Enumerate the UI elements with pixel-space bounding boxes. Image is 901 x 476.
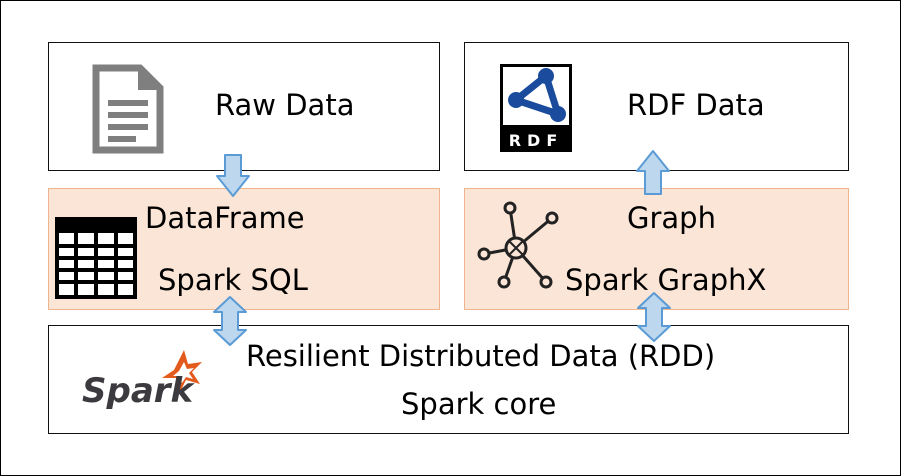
raw-to-dataframe-arrow bbox=[216, 154, 250, 197]
graph-box bbox=[464, 188, 849, 310]
table-icon bbox=[55, 217, 137, 299]
graph-subtitle: Spark GraphX bbox=[565, 263, 767, 297]
graph-network-icon bbox=[477, 201, 559, 289]
document-icon bbox=[92, 64, 164, 154]
raw-data-label: Raw Data bbox=[215, 88, 355, 122]
rdd-title: Resilient Distributed Data (RDD) bbox=[246, 339, 716, 373]
rdf-logo-text: RDF bbox=[509, 131, 564, 150]
rdf-data-label: RDF Data bbox=[627, 88, 765, 122]
rdd-subtitle: Spark core bbox=[401, 387, 557, 421]
graph-to-rdf-arrow bbox=[636, 150, 670, 195]
dataframe-title: DataFrame bbox=[145, 201, 305, 235]
rdf-logo-icon: RDF bbox=[500, 64, 572, 152]
spark-logo-text: Spark bbox=[82, 371, 196, 411]
graph-rdd-arrow bbox=[637, 292, 671, 342]
dataframe-rdd-arrow bbox=[213, 296, 247, 346]
graph-title: Graph bbox=[627, 201, 716, 235]
spark-logo: Spark bbox=[82, 350, 202, 411]
dataframe-subtitle: Spark SQL bbox=[158, 263, 308, 297]
